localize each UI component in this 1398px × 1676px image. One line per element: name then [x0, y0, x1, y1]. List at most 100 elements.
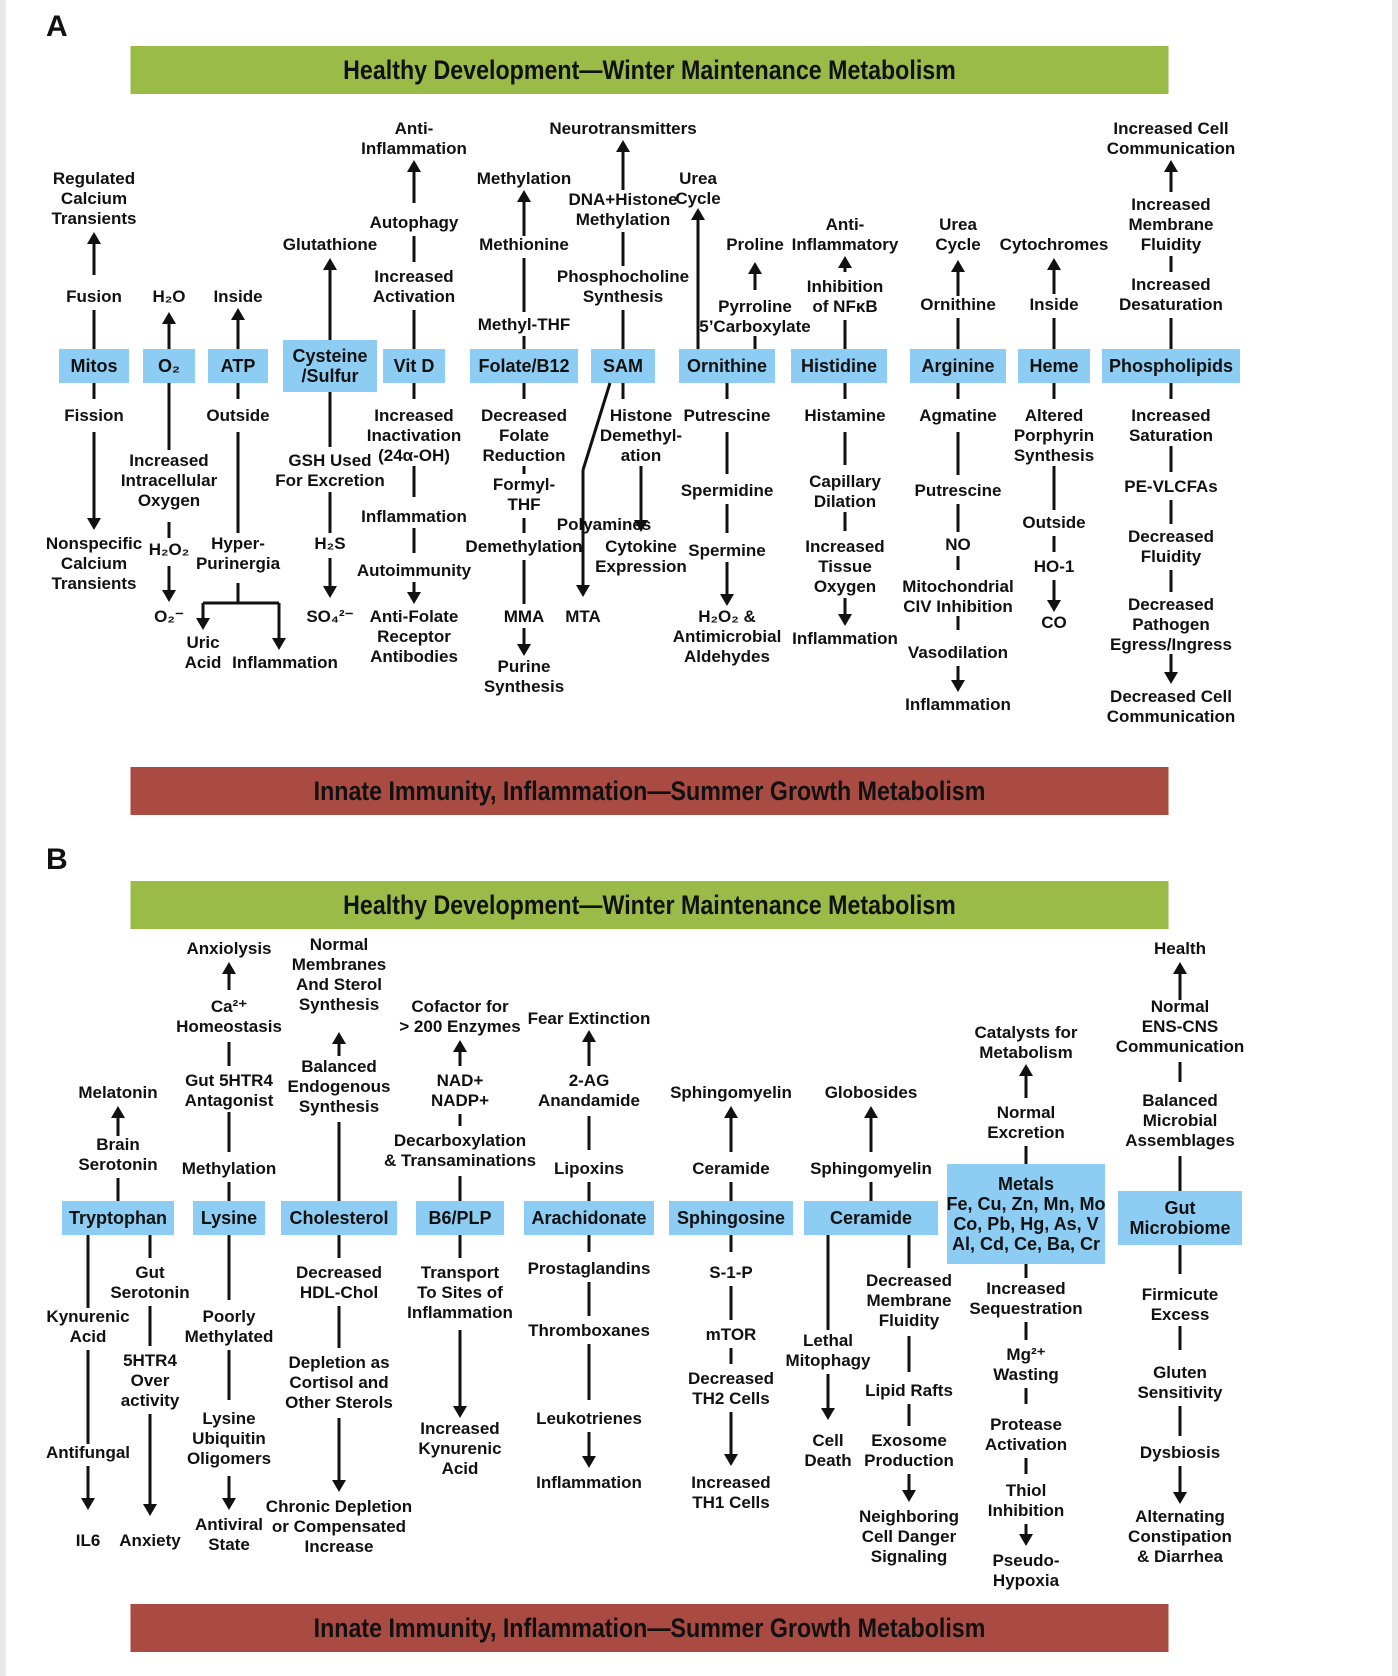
label-leukotrienes: Leukotrienes [536, 1409, 642, 1428]
label-demethylation: Demethylation [465, 537, 582, 556]
arrow-head [576, 585, 590, 597]
hub-arachidonate [524, 1201, 654, 1235]
label-antifungal: Antifungal [46, 1443, 130, 1462]
label-fusion: Fusion [66, 287, 122, 306]
hub-b6plp-label: B6/PLP [428, 1208, 491, 1228]
label-inflammation-ara: Inflammation [536, 1473, 642, 1492]
hub-lysine-label: Lysine [201, 1208, 257, 1228]
hub-histidine-label: Histidine [801, 356, 877, 376]
label-sphingomyelin-sph: Sphingomyelin [670, 1083, 792, 1102]
arrow-head [111, 1106, 125, 1118]
hub-ceramide-label: Ceramide [830, 1208, 912, 1228]
hub-histidine [791, 349, 887, 383]
panel-b-bottom-band-text: Innate Immunity, Inflammation—Summer Gro… [313, 1612, 986, 1643]
hub-folate [470, 349, 578, 383]
arrow-head [1173, 962, 1187, 974]
arrow-head [143, 1504, 157, 1516]
hub-b6plp [416, 1201, 504, 1235]
label-proline: Proline [726, 235, 784, 254]
label-atp-outside: Outside [206, 406, 269, 425]
label-fear-extinction: Fear Extinction [528, 1009, 651, 1028]
label-superoxide: O₂⁻ [154, 607, 184, 626]
hub-sphingosine [669, 1201, 793, 1235]
label-dysbiosis: Dysbiosis [1140, 1443, 1220, 1462]
label-formyl-thf: Formyl-THF [493, 475, 555, 514]
label-globosides: Globosides [825, 1083, 918, 1102]
hub-sam-label: SAM [603, 356, 643, 376]
label-pseudo-hypoxia: Pseudo-Hypoxia [992, 1551, 1059, 1590]
hub-mitos-label: Mitos [71, 356, 118, 376]
arrow-head [634, 520, 648, 532]
arrow-head [453, 1406, 467, 1418]
arrow-head [838, 614, 852, 626]
hub-tryptophan-label: Tryptophan [69, 1208, 167, 1228]
hub-tryptophan [62, 1201, 174, 1235]
arrow-head [951, 680, 965, 692]
arrow-head [332, 1032, 346, 1044]
label-inflammation-hist: Inflammation [792, 629, 898, 648]
label-thromboxanes: Thromboxanes [528, 1321, 650, 1340]
label-lipoxins: Lipoxins [554, 1159, 624, 1178]
label-s1p: S-1-P [709, 1263, 752, 1282]
arrow-head [691, 208, 705, 220]
panel-a-bottom-band-text: Innate Immunity, Inflammation—Summer Gro… [313, 775, 986, 806]
arrow-head [323, 586, 337, 598]
arrow-head [407, 160, 421, 172]
label-spermidine: Spermidine [681, 481, 774, 500]
arrow-head [1047, 600, 1061, 612]
arrow-head [1164, 672, 1178, 684]
hub-arginine-label: Arginine [921, 356, 994, 376]
arrow-head [616, 140, 630, 152]
arrow-head [1173, 1492, 1187, 1504]
arrow-head [724, 1106, 738, 1118]
label-il6: IL6 [76, 1531, 101, 1550]
arrow-head [1019, 1534, 1033, 1546]
label-hyperpurinergia: Hyper-Purinergia [196, 534, 281, 573]
hub-ornithine-label: Ornithine [687, 356, 767, 376]
hub-ceramide [804, 1201, 938, 1235]
hub-sam [591, 349, 655, 383]
panel-b-bottom-band: Innate Immunity, Inflammation—Summer Gro… [130, 1604, 1169, 1652]
label-ornithine-arg: Ornithine [920, 295, 996, 314]
label-heme-inside: Inside [1029, 295, 1078, 314]
hub-atp [208, 349, 268, 383]
hub-lysine [193, 1201, 265, 1235]
label-histamine: Histamine [804, 406, 885, 425]
label-methylation-lys: Methylation [182, 1159, 276, 1178]
label-h2s: H₂S [314, 534, 345, 553]
hub-o2 [143, 349, 195, 383]
label-lipid-rafts: Lipid Rafts [865, 1381, 953, 1400]
label-anxiolysis: Anxiolysis [186, 939, 271, 958]
label-methylation: Methylation [477, 169, 571, 188]
hub-mitos [59, 349, 129, 383]
label-prostaglandins: Prostaglandins [528, 1259, 651, 1278]
